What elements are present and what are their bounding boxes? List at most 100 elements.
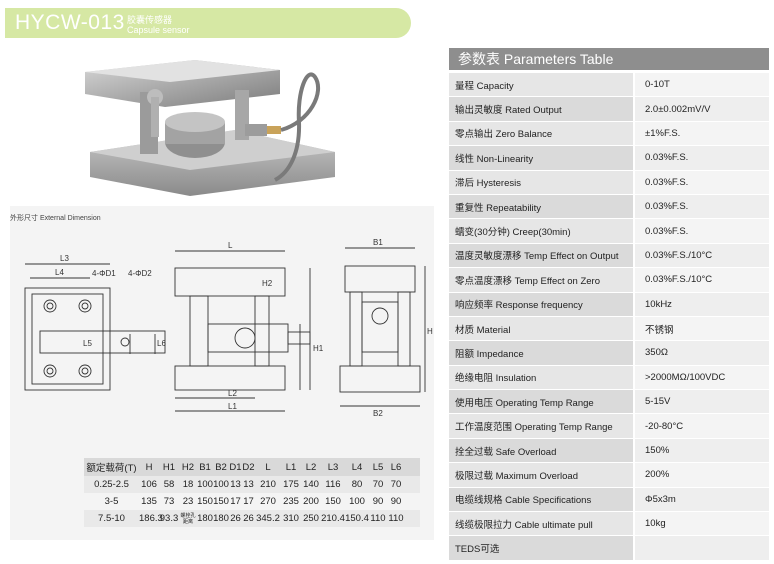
- label-L5: L5: [83, 339, 92, 348]
- table-row: 蠕变(30分钟) Creep(30min)0.03%F.S.: [449, 219, 769, 244]
- dimension-table-header: 额定载荷(T) H H1 H2 B1 B2 D1 D2 L L1 L2 L3 L…: [84, 458, 420, 476]
- dim-cell: 73: [163, 496, 175, 507]
- dim-cell: 17: [230, 496, 241, 507]
- param-label: 零点输出 Zero Balance: [449, 121, 633, 146]
- dim-cell: 18: [182, 479, 194, 490]
- dim-cell: 180: [213, 513, 229, 524]
- param-label: 温度灵敏度漂移 Temp Effect on Output: [449, 243, 633, 268]
- dim-cell: 345.2: [256, 513, 280, 524]
- param-label: 零点温度漂移 Temp Effect on Zero: [449, 268, 633, 292]
- label-L: L: [228, 241, 233, 250]
- dim-header-cell: L5: [372, 461, 384, 473]
- dim-cell: 210.4: [321, 513, 345, 524]
- dim-cell: 106: [141, 479, 157, 490]
- param-label: 输出灵敏度 Rated Output: [449, 97, 633, 121]
- sensor-photo-illustration: [85, 60, 335, 196]
- table-row: 零点输出 Zero Balance±1%F.S.: [449, 121, 769, 147]
- param-label: 线性 Non-Linearity: [449, 146, 633, 170]
- param-value: 0.03%F.S.: [635, 170, 769, 194]
- param-value: Φ5x3m: [635, 487, 769, 512]
- param-label: 电缆线规格 Cable Specifications: [449, 487, 633, 512]
- param-value: 2.0±0.002mV/V: [635, 97, 769, 121]
- param-value: 5-15V: [635, 390, 769, 414]
- table-row: 7.5-10 186.3 93.3 螺栓孔 距离 180 180 26 26 3…: [84, 510, 420, 527]
- label-L6: L6: [157, 339, 166, 348]
- dim-header-cell: 额定载荷(T): [86, 463, 137, 474]
- table-row: 3-5 135 73 23 150 150 17 17 270 235 200 …: [84, 493, 420, 510]
- param-value: 不锈钢: [635, 316, 769, 341]
- dim-cell: 150: [213, 496, 229, 507]
- dim-header-cell: L4: [351, 461, 363, 473]
- dim-header-cell: H: [145, 461, 153, 473]
- dim-header-cell: L: [265, 461, 271, 473]
- param-value: 0.03%F.S./10°C: [635, 243, 769, 268]
- dimension-title: 外形尺寸 External Dimension: [10, 215, 101, 222]
- dim-cell: 110: [388, 513, 404, 524]
- label-L1: L1: [228, 402, 237, 411]
- dim-header-cell: B1: [199, 461, 211, 473]
- param-value: -20-80°C: [635, 414, 769, 438]
- header-banner: HYCW-013 胶囊传感器 Capsule sensor: [5, 8, 411, 38]
- param-label: 蠕变(30分钟) Creep(30min): [449, 219, 633, 243]
- dim-cell: 100: [213, 479, 229, 490]
- label-L4: L4: [55, 268, 64, 277]
- dim-cell: 116: [325, 479, 341, 490]
- dim-header-cell: D1: [229, 461, 242, 473]
- label-B2: B2: [373, 409, 383, 418]
- dim-cell: 23: [182, 496, 194, 507]
- param-value: 350Ω: [635, 341, 769, 365]
- param-value: 200%: [635, 463, 769, 487]
- param-label: 工作温度范围 Operating Temp Range: [449, 414, 633, 438]
- param-value: >2000MΩ/100VDC: [635, 365, 769, 390]
- param-value: 0.03%F.S.: [635, 146, 769, 170]
- dim-header-cell: H2: [181, 461, 195, 473]
- dim-cell: 310: [283, 513, 299, 524]
- dim-cell: 150: [197, 496, 213, 507]
- param-label: 极限过载 Maximum Overload: [449, 463, 633, 487]
- params-title: 参数表 Parameters Table: [449, 48, 769, 70]
- param-label: 阻额 Impedance: [449, 341, 633, 365]
- subtitle-en: Capsule sensor: [127, 25, 190, 35]
- dim-cell: 90: [390, 496, 402, 507]
- dim-header-cell: L3: [327, 461, 339, 473]
- dim-cell: 螺栓孔 距离: [180, 512, 196, 525]
- dim-cell: 210: [260, 479, 276, 490]
- dim-cell: 3-5: [104, 496, 119, 507]
- dim-header-cell: H1: [162, 461, 176, 473]
- param-value: 0-10T: [635, 73, 769, 97]
- param-label: 线缆极限拉力 Cable ultimate pull: [449, 512, 633, 536]
- subtitle-cn: 胶囊传感器: [127, 15, 173, 25]
- param-label: 绝缘电阻 Insulation: [449, 365, 633, 390]
- dim-cell: 13: [230, 479, 241, 490]
- param-value: 150%: [635, 438, 769, 463]
- table-row: 绝缘电阻 Insulation>2000MΩ/100VDC: [449, 365, 769, 391]
- dim-header-cell: L1: [285, 461, 297, 473]
- dim-header-cell: L2: [305, 461, 317, 473]
- dimension-diagram: L3 L4 4-ΦD1 4-ΦD2 L5 L6 L H2 H1 L2 L1 B1…: [24, 238, 433, 418]
- label-D1: 4-ΦD1: [92, 269, 116, 278]
- dim-cell: 90: [372, 496, 384, 507]
- dim-cell: 70: [372, 479, 384, 490]
- label-L2: L2: [228, 389, 237, 398]
- label-H1: H1: [313, 344, 324, 353]
- label-L3: L3: [60, 254, 69, 263]
- dim-cell: 58: [163, 479, 175, 490]
- dim-cell: 100: [349, 496, 365, 507]
- dim-cell: 150.4: [345, 513, 369, 524]
- param-label: 使用电压 Operating Temp Range: [449, 390, 633, 414]
- dim-cell: 140: [303, 479, 319, 490]
- param-value: 10kHz: [635, 292, 769, 316]
- param-value: 0.03%F.S./10°C: [635, 268, 769, 292]
- dim-cell: 80: [351, 479, 363, 490]
